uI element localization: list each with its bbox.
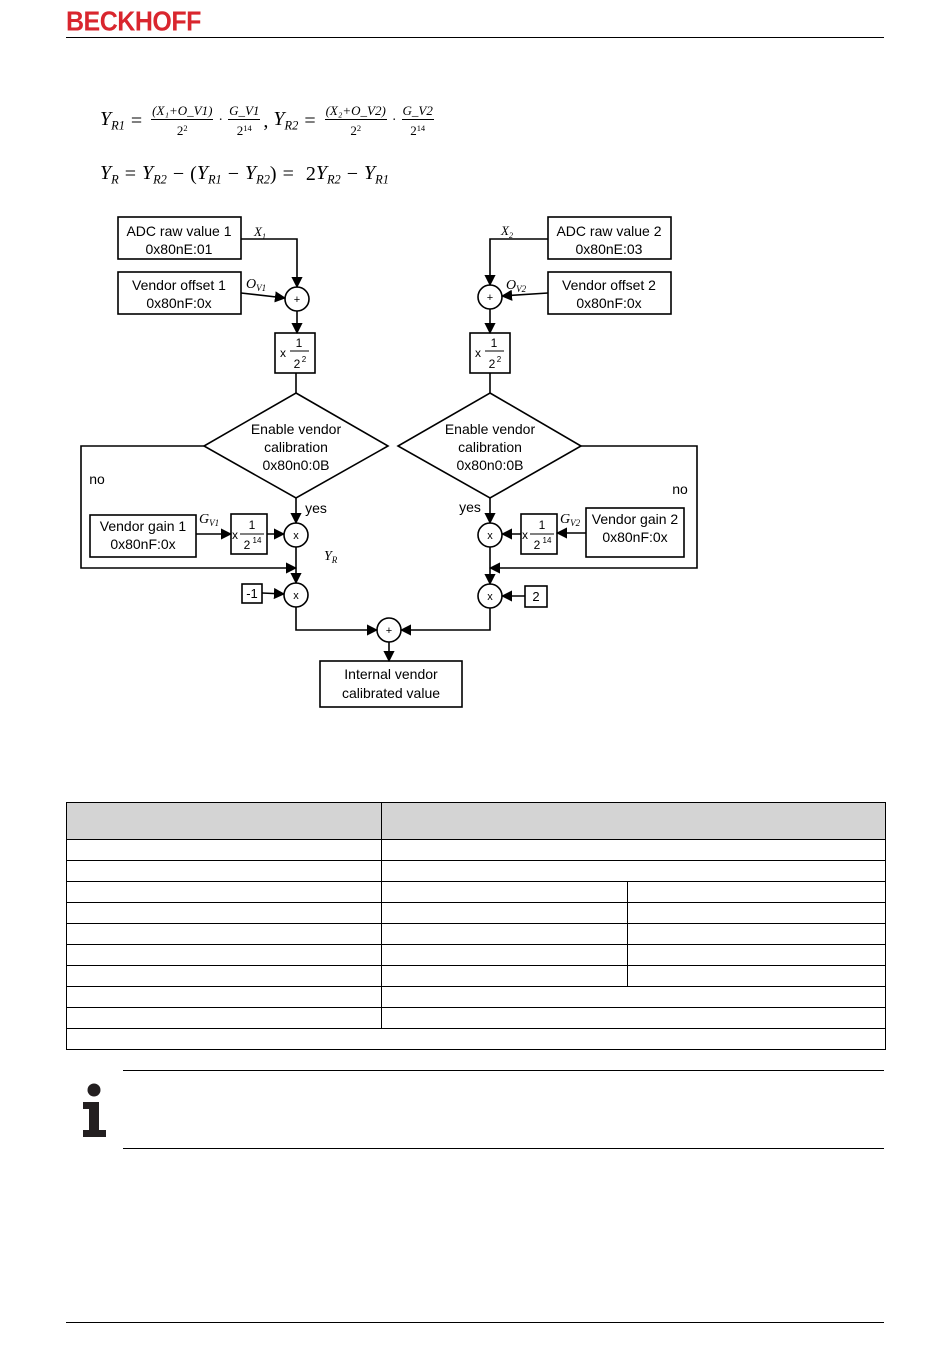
output-label-line2: calibrated value	[342, 685, 440, 701]
brand-logo: BECKHOFF	[66, 6, 201, 38]
vendor-offset-2-label: Vendor offset 2	[562, 277, 656, 293]
vendor-gain-1-box	[89, 514, 197, 558]
svg-text:1: 1	[491, 336, 498, 350]
table-row	[66, 1028, 886, 1050]
specification-table	[66, 802, 886, 1050]
fraction-gain-2: G_V2 214	[401, 103, 434, 139]
sum-node-output-glyph: +	[386, 625, 392, 637]
calibration-flow-diagram: ADC raw value 1 0x80nE:01 Vendor offset …	[80, 216, 698, 708]
svg-text:14: 14	[253, 536, 262, 545]
vendor-offset-2-index: 0x80nF:0x	[576, 295, 641, 311]
decision-right-line3: 0x80n0:0B	[457, 457, 524, 473]
svg-text:1: 1	[296, 336, 303, 350]
header-rule	[66, 37, 884, 38]
mult-node-gain-left-glyph: x	[293, 530, 299, 542]
vendor-gain-1-label: Vendor gain 1	[100, 518, 187, 534]
svg-text:GV2: GV2	[560, 512, 581, 528]
mult-node-const-left-glyph: x	[293, 590, 299, 602]
svg-text:YR: YR	[324, 549, 338, 565]
table-row	[66, 1007, 886, 1029]
formula-yr1-yr2: YR1 = (X₁+O_V1) 22 · G_V1 214 , YR2 = (X…	[100, 103, 434, 139]
svg-text:1: 1	[249, 518, 256, 532]
table-row	[66, 881, 886, 903]
svg-text:x: x	[475, 346, 481, 360]
svg-text:2: 2	[497, 355, 502, 364]
adc-raw-value-1-label: ADC raw value 1	[126, 223, 231, 239]
vendor-offset-1-index: 0x80nF:0x	[146, 295, 211, 311]
decision-right-line1: Enable vendor	[445, 421, 536, 437]
svg-text:2: 2	[244, 538, 251, 552]
svg-text:x: x	[522, 528, 528, 542]
adc-raw-value-2-index: 0x80nE:03	[576, 241, 643, 257]
svg-text:14: 14	[543, 536, 552, 545]
table-row	[66, 860, 886, 882]
svg-text:2: 2	[302, 355, 307, 364]
svg-text:GV1: GV1	[199, 512, 219, 528]
table-row	[66, 944, 886, 966]
vendor-gain-2-index: 0x80nF:0x	[602, 529, 667, 545]
mult-node-gain-right-glyph: x	[487, 530, 493, 542]
table-row	[66, 986, 886, 1008]
yes-label-left: yes	[305, 500, 327, 516]
vendor-gain-1-index: 0x80nF:0x	[110, 536, 175, 552]
decision-right-line2: calibration	[458, 439, 522, 455]
vendor-gain-2-label: Vendor gain 2	[592, 511, 679, 527]
footer-rule	[66, 1322, 884, 1323]
decision-left-line1: Enable vendor	[251, 421, 342, 437]
const-two: 2	[532, 589, 539, 604]
output-label-line1: Internal vendor	[344, 666, 438, 682]
mult-node-const-right-glyph: x	[487, 591, 493, 603]
vendor-offset-1-label: Vendor offset 1	[132, 277, 226, 293]
sum-node-right-glyph: +	[487, 292, 493, 304]
fraction-offset-sum-2: (X₂+O_V2) 22	[324, 103, 387, 139]
fraction-offset-sum-1: (X₁+O_V1) 22	[151, 103, 214, 139]
info-icon	[83, 1083, 106, 1137]
svg-text:X2: X2	[500, 223, 513, 240]
decision-left-line3: 0x80n0:0B	[263, 457, 330, 473]
svg-text:X1: X1	[253, 224, 266, 241]
svg-text:OV2: OV2	[506, 278, 527, 294]
fraction-gain-1: G_V1 214	[228, 103, 261, 139]
table-row	[66, 839, 886, 861]
adc-raw-value-1-box	[117, 216, 242, 260]
table-row	[66, 965, 886, 987]
yes-label-right: yes	[459, 499, 481, 515]
adc-raw-value-2-box	[547, 216, 672, 260]
svg-text:1: 1	[539, 518, 546, 532]
adc-raw-value-2-label: ADC raw value 2	[556, 223, 661, 239]
note-rule-top	[123, 1070, 884, 1071]
table-row	[66, 902, 886, 924]
no-label-right: no	[672, 481, 688, 497]
svg-text:OV1: OV1	[246, 277, 266, 293]
const-minus-one: -1	[246, 586, 258, 601]
decision-left-line2: calibration	[264, 439, 328, 455]
no-label-left: no	[89, 471, 105, 487]
svg-text:x: x	[280, 346, 286, 360]
svg-text:2: 2	[489, 357, 496, 371]
adc-raw-value-1-index: 0x80nE:01	[146, 241, 213, 257]
table-header-row	[66, 802, 886, 840]
svg-text:x: x	[232, 528, 238, 542]
sum-node-left-glyph: +	[294, 294, 300, 306]
table-row	[66, 923, 886, 945]
note-rule-bottom	[123, 1148, 884, 1149]
svg-text:2: 2	[294, 357, 301, 371]
svg-text:2: 2	[534, 538, 541, 552]
